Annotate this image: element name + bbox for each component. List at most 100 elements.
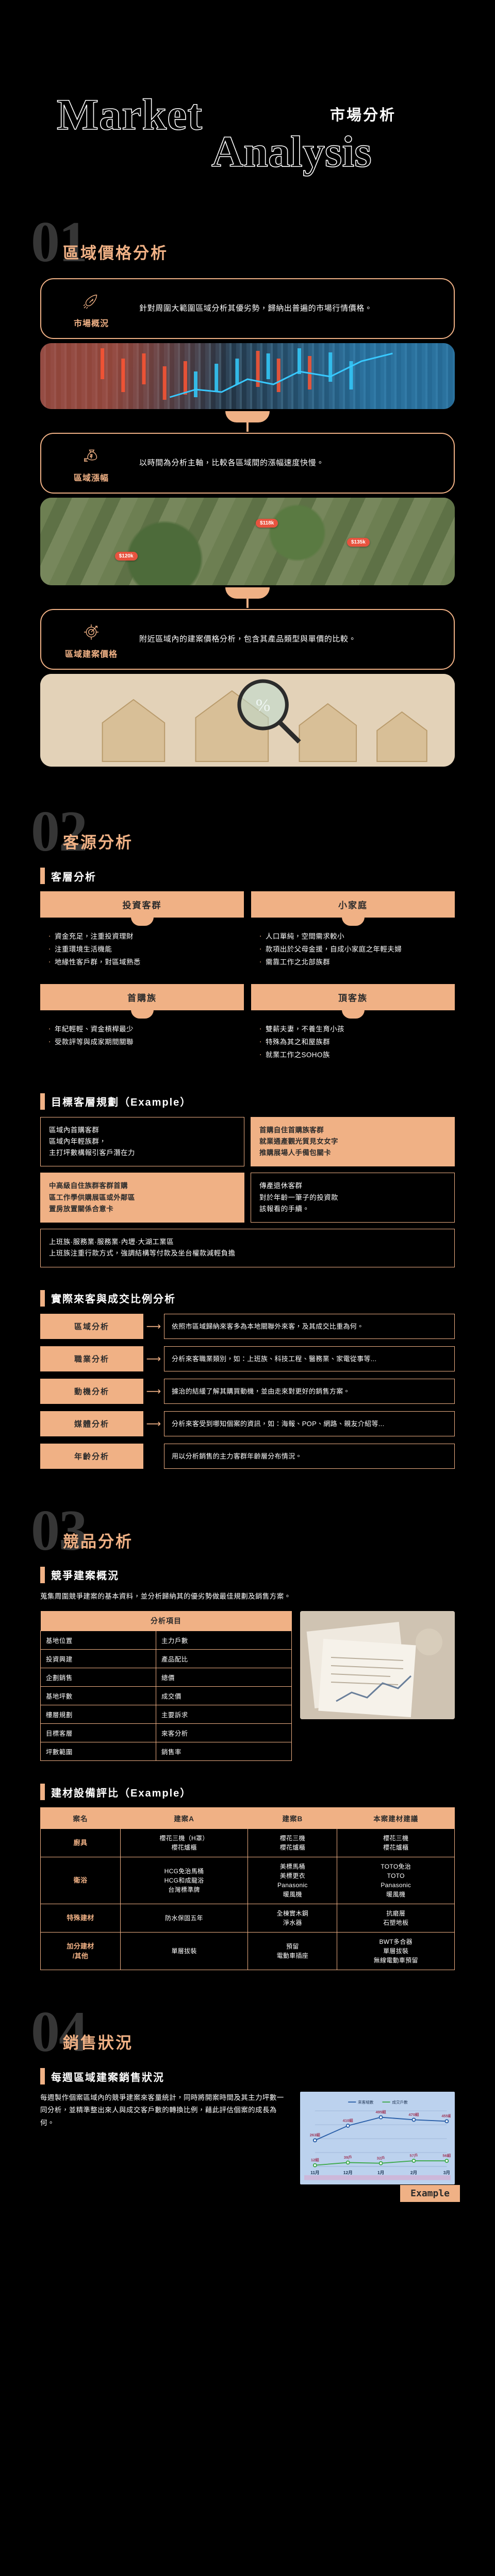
segment-column-0: 投資客群 資金充足，注重投資理財 注重環境生活機能 地緣性客戶群，對區域熟悉 — [40, 891, 244, 978]
svg-text:成交戶數: 成交戶數 — [392, 2099, 408, 2105]
wooden-houses-magnifier-photo: % — [40, 674, 455, 767]
table-cell: 目標客層 — [40, 1723, 157, 1743]
section-01-number: 01 — [31, 210, 88, 274]
list-item: 地緣性客戶群，對區域熟悉 — [48, 957, 236, 969]
weekly-sales-block: 每週製作個案區域內的競爭建案來客量統計，同時將開案時間及其主力坪數一同分析，並精… — [40, 2092, 460, 2202]
table-cell: 樓層規劃 — [40, 1705, 157, 1724]
flow-value-motivation: 據治的結緩了解其購買動機，並由走來對更好的銷售方案。 — [164, 1378, 455, 1404]
sub-heading-label: 目標客層規劃（Example） — [51, 1097, 192, 1109]
target-arrow-icon — [53, 619, 130, 644]
map-price-pill-3: $135k — [346, 538, 370, 547]
rocket-icon — [53, 289, 130, 313]
spec-header-1: 建案A — [120, 1807, 249, 1829]
svg-text:3月: 3月 — [443, 2170, 450, 2175]
sub-heading-label: 客層分析 — [51, 871, 96, 883]
table-cell: TOTO免治 TOTO Panasonic 暖風機 — [337, 1857, 455, 1905]
conversion-flow-grid: 區域分析 ⟶ 依照市區域歸納來客多為本地關聯外來客，及其成交比重為何。 職業分析… — [40, 1313, 455, 1469]
aerial-map-photo: $120k $118k $135k — [40, 498, 455, 585]
flow-value-age: 用以分析銷售的主力客群年齡層分布情況。 — [164, 1443, 455, 1469]
svg-text:263組: 263組 — [310, 2132, 321, 2138]
table-cell: 企劃銷售 — [40, 1668, 157, 1687]
flow-value-media: 分析來客受到哪知個案的資訊，如：海報、POP、網路、親友介紹等... — [164, 1411, 455, 1436]
target-cell-2: 中高級自住族群客群首購 區工作學供購展區或外鄰區 置房放置關係合意卡 — [40, 1173, 244, 1223]
table-cell: 抗磨層 石塑地板 — [337, 1904, 455, 1933]
svg-text:12組: 12組 — [311, 2157, 319, 2162]
card-project-price-label: 區域建案價格 — [64, 650, 118, 659]
table-row: 特殊建材 防水保固五年 全棟實木鋼 淨水器 抗磨層 石塑地板 — [40, 1904, 455, 1933]
sub-heading-bar — [40, 868, 45, 884]
sub-heading-conversion: 實際來客與成交比例分析 — [40, 1290, 495, 1307]
table-row: 廚具 櫻花三機（H罩） 櫻花爐櫃 櫻花三機 櫻花爐櫃 櫻花三機 櫻花爐櫃 — [40, 1828, 455, 1858]
map-price-pill-2: $118k — [256, 518, 278, 528]
svg-text:495組: 495組 — [376, 2109, 387, 2114]
section-02-title: 客源分析 — [63, 834, 133, 852]
sub-heading-label: 每週區域建案銷售狀況 — [51, 2072, 164, 2083]
money-bag-hand-icon — [53, 443, 130, 468]
segment-header-0: 投資客群 — [40, 891, 244, 926]
weekly-sales-paragraph: 每週製作個案區域內的競爭建案來客量統計，同時將開案時間及其主力坪數一同分析，並精… — [40, 2094, 284, 2127]
arrow-right-icon: ⟶ — [146, 1418, 161, 1430]
analysis-items-table: 分析項目 基地位置主力戶數 投資興建產品配比 企劃銷售總價 基地坪數成交價 樓層… — [40, 1611, 292, 1761]
table-row: 加分建材 /其他 單層拔裝 預留 電動車插座 BWT多合器 單層拔裝 無線電動車… — [40, 1932, 455, 1971]
target-cell-3: 傳產退休客群 對於年齡一筆子的投資款 該報看的手續。 — [251, 1173, 455, 1223]
flow-key-age: 年齡分析 — [40, 1443, 143, 1469]
list-item: 需靠工作之北部族群 — [259, 957, 447, 969]
flow-key-occupation: 職業分析 — [40, 1346, 143, 1371]
sub-heading-target-plan: 目標客層規劃（Example） — [40, 1093, 495, 1110]
list-item: 人口單純，空間需求較小 — [259, 931, 447, 943]
example-badge: Example — [400, 2185, 460, 2202]
card-project-price-desc: 附近區域內的建案價格分析，包含其產品類型與單價的比較。 — [139, 634, 357, 643]
sub-heading-weekly-sales: 每週區域建案銷售狀況 — [40, 2068, 495, 2085]
analysis-items-header: 分析項目 — [40, 1611, 292, 1631]
table-cell: 單層拔裝 — [120, 1932, 249, 1971]
table-cell: 成交價 — [156, 1686, 292, 1706]
segment-header-2: 首購族 — [40, 984, 244, 1019]
spec-row-label: 衛浴 — [40, 1857, 121, 1905]
section-01-header: 01 區域價格分析 — [31, 210, 495, 278]
card-market-overview-label: 市場概況 — [73, 319, 109, 328]
table-row: 衛浴 HCG免治馬桶 HCG和成龍浴 台灣標準牌 美標馬桶 美標更衣 Panas… — [40, 1857, 455, 1905]
segment-body-0: 資金充足，注重投資理財 注重環境生活機能 地緣性客戶群，對區域熟悉 — [40, 918, 244, 978]
segment-body-3: 雙薪夫妻，不養生育小孩 特殊為其之和屋族群 就業工作之SOHO族 — [251, 1010, 455, 1071]
spec-row-label: 特殊建材 — [40, 1904, 121, 1933]
list-item: 注重環境生活機能 — [48, 944, 236, 956]
spec-row-label: 廚具 — [40, 1828, 121, 1858]
arrow-right-icon: ⟶ — [146, 1353, 161, 1365]
section-03-number: 03 — [31, 1498, 88, 1563]
sub-heading-bar — [40, 2068, 45, 2085]
section-04-title: 銷售狀況 — [63, 2034, 133, 2053]
card-area-growth-desc: 以時間為分析主軸，比較各區域間的漲幅速度快慢。 — [139, 458, 324, 467]
segment-body-2: 年紀輕輕、資金槓桿最少 受款評等與成家期間關聯 — [40, 1010, 244, 1058]
customer-segment-table: 投資客群 資金充足，注重投資理財 注重環境生活機能 地緣性客戶群，對區域熟悉 小… — [40, 891, 455, 1071]
card-area-growth-label: 區域漲幅 — [73, 474, 109, 483]
card-area-growth-left: 區域漲幅 — [53, 443, 130, 483]
section-02-number: 02 — [31, 800, 88, 863]
sub-heading-label: 建材設備評比（Example） — [51, 1787, 192, 1799]
list-item: 特殊為其之和屋族群 — [259, 1037, 447, 1048]
section-03-header: 03 競品分析 — [31, 1498, 495, 1567]
card-market-overview-desc: 針對周圍大範圍區域分析其優劣勢，歸納出普遍的市場行情價格。 — [139, 303, 373, 313]
sub-heading-competitor: 競爭建案概況 — [40, 1566, 495, 1583]
svg-text:455組: 455組 — [441, 2113, 451, 2119]
card-project-price: 區域建案價格 附近區域內的建案價格分析，包含其產品類型與單價的比較。 — [40, 609, 455, 670]
chart-canvas: 263組410組495組470組455組12組39戶32戶57戶56組 11月1… — [304, 2099, 451, 2180]
sub-heading-bar — [40, 1784, 45, 1801]
sales-line-chart: 263組410組495組470組455組12組39戶32戶57戶56組 11月1… — [300, 2092, 460, 2202]
svg-text:57戶: 57戶 — [410, 2153, 418, 2158]
svg-text:%: % — [256, 696, 270, 715]
list-item: 資金充足，注重投資理財 — [48, 931, 236, 943]
table-cell: 主要訴求 — [156, 1705, 292, 1724]
material-spec-table: 案名 建案A 建案B 本案建材建議 廚具 櫻花三機（H罩） 櫻花爐櫃 櫻花三機 … — [40, 1807, 455, 1971]
competitor-paragraph: 蒐集周圍競爭建案的基本資料，並分析歸納其的優劣勢做最佳規劃及銷售方案。 — [40, 1592, 291, 1600]
target-cell-0: 區域內首購客群 區域內年輕族群， 主打坪數構報引客戶潛在力 — [40, 1116, 244, 1167]
svg-text:來客組數: 來客組數 — [358, 2099, 374, 2105]
spec-header-0: 案名 — [40, 1807, 121, 1829]
target-cell-1: 首購自住首購族客群 就業通產觀光質見女女字 推購展場人手備包關卡 — [251, 1116, 455, 1167]
arrow-right-icon: ⟶ — [146, 1385, 161, 1397]
spec-header-3: 本案建材建議 — [337, 1807, 455, 1829]
card-project-price-left: 區域建案價格 — [53, 619, 130, 659]
section-03-title: 競品分析 — [63, 1532, 133, 1551]
svg-text:410組: 410組 — [343, 2117, 354, 2123]
target-cell-4: 上班族·服務業·服務業·內壢·大湖工業區 上班族注重行款方式，強調結構等付款及坐… — [40, 1229, 455, 1267]
svg-text:2月: 2月 — [410, 2170, 417, 2175]
